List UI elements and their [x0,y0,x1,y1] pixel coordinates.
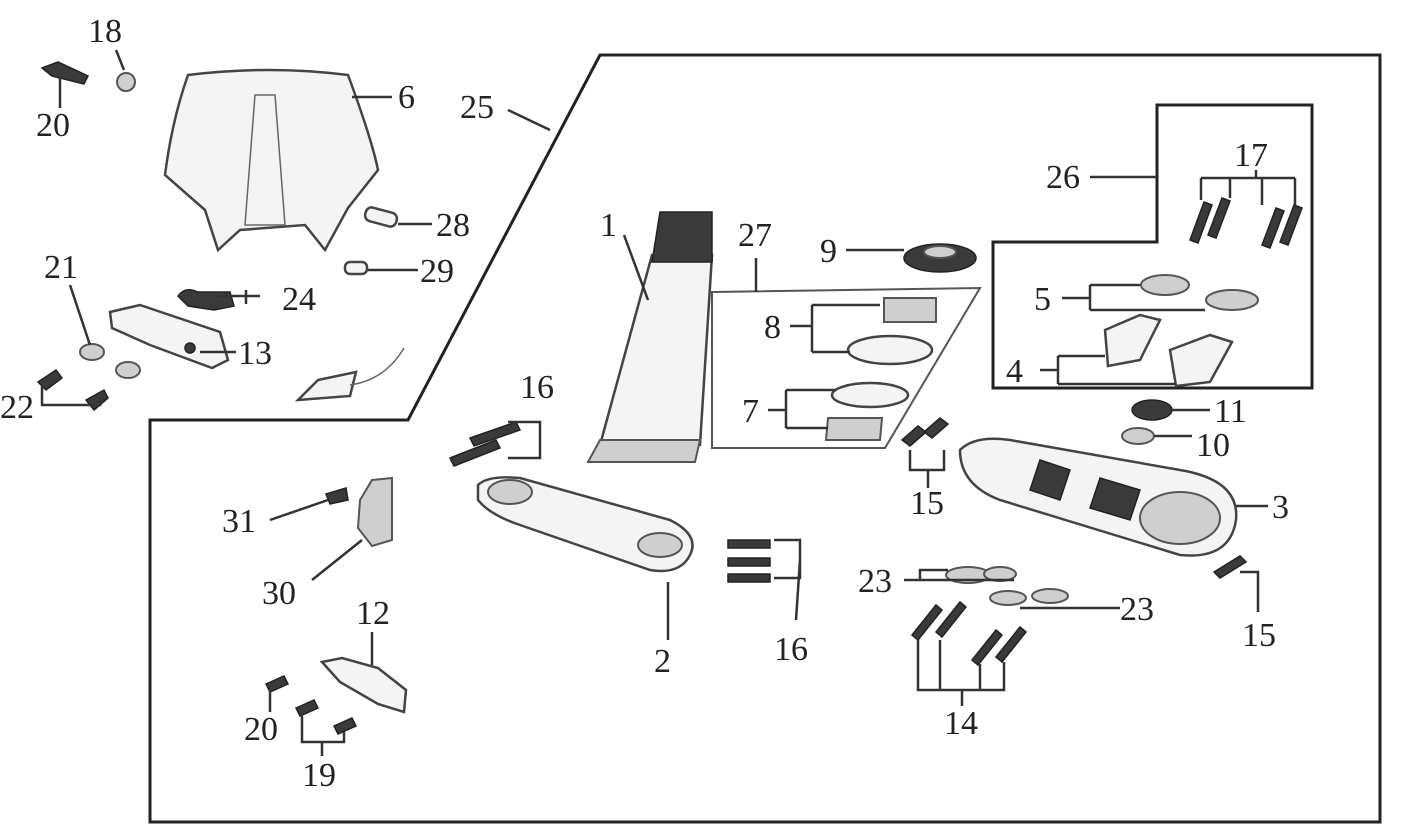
assembly-frame-25 [148,53,1382,824]
callout-labels: 18 20 6 25 28 29 24 21 13 22 1 27 9 8 7 … [0,13,1289,794]
callout-17: 17 [1234,137,1268,174]
washer-part-21 [79,343,141,379]
callout-14: 14 [944,705,978,742]
callout-29: 29 [420,253,454,290]
headlight-cowl-part [163,68,380,253]
clip-part-23 [945,566,1069,606]
nut-part-18 [116,72,136,92]
callout-23-right: 23 [1120,591,1154,628]
bolt-part-17 [1189,197,1303,249]
callout-25: 25 [460,89,494,126]
callout-6: 6 [398,79,415,116]
pin-part-29 [343,260,369,276]
screw-part-31 [324,487,349,505]
screw-part-19-20 [264,675,358,735]
callout-10: 10 [1196,427,1230,464]
assembly-frame-27 [711,286,982,449]
leader-lines [40,49,1297,756]
clip-part-24 [177,289,235,311]
callout-1: 1 [600,207,617,244]
bearing-part-8 [846,297,937,366]
clamp-part-5 [1140,274,1259,311]
lower-triple-clamp-part [476,476,694,573]
callout-19: 19 [302,757,336,794]
callout-13: 13 [238,335,272,372]
bracket-part-13 [108,303,230,370]
bracket-part-30 [356,476,393,548]
callout-2: 2 [654,643,671,680]
callout-18: 18 [88,13,122,50]
nut-part-11 [1131,399,1173,421]
reflector-part [294,347,405,402]
steering-stem-part [586,211,714,463]
nut-part-9 [903,243,977,273]
callout-7: 7 [742,393,759,430]
assembly-frame-26 [991,103,1314,390]
callout-9: 9 [820,233,837,270]
callout-30: 30 [262,575,296,612]
callout-23-left: 23 [858,563,892,600]
callout-27: 27 [738,217,772,254]
callout-5: 5 [1034,281,1051,318]
bolt-part-20 [40,61,90,85]
bearing-part-7 [824,381,910,441]
callout-21: 21 [44,249,78,286]
bolt-part-15 [900,417,1248,579]
callout-15-right: 15 [1242,617,1276,654]
bolt-part-14 [910,600,1028,667]
bracket-part-12 [319,656,408,714]
callout-20-bottom: 20 [244,711,278,748]
pin-part-28 [363,206,399,228]
callout-8: 8 [764,309,781,346]
callout-28: 28 [436,207,470,244]
clamp-part-4 [1103,313,1234,388]
callout-20-top: 20 [36,107,70,144]
callout-12: 12 [356,595,390,632]
callout-3: 3 [1272,489,1289,526]
callout-4: 4 [1006,353,1023,390]
callout-24: 24 [282,281,316,318]
callout-11: 11 [1214,393,1247,430]
washer-part-10 [1121,427,1155,445]
callout-26: 26 [1046,159,1080,196]
callout-16-bottom: 16 [774,631,808,668]
callout-22: 22 [0,389,34,426]
callout-31: 31 [222,503,256,540]
upper-triple-clamp-part [958,437,1238,557]
callout-16-top: 16 [520,369,554,406]
bolt-part-16 [448,421,771,583]
callout-15-top: 15 [910,485,944,522]
